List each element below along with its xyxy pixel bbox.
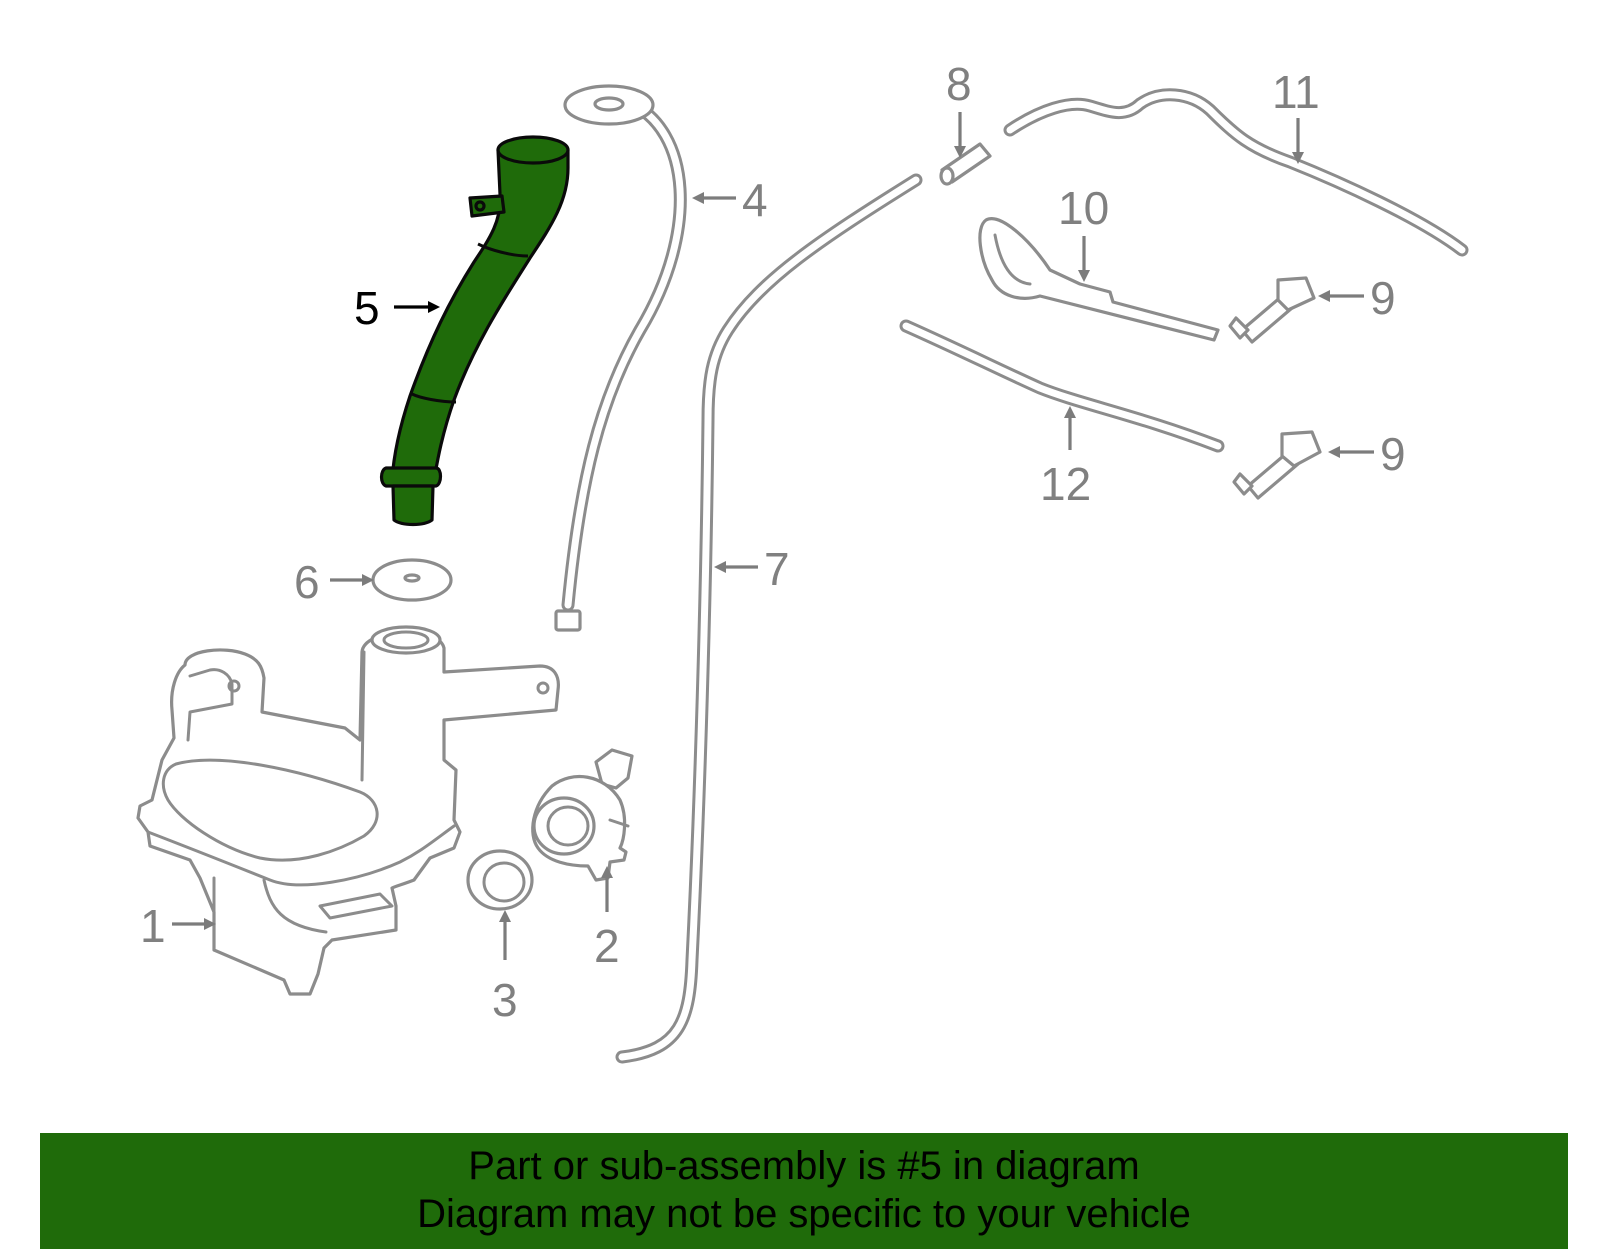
part-5-filler-pipe[interactable] bbox=[379, 135, 570, 527]
part-10-bracket bbox=[978, 217, 1220, 342]
banner-line-1: Part or sub-assembly is #5 in diagram bbox=[468, 1144, 1140, 1188]
part-3-grommet bbox=[466, 849, 534, 911]
callout-10: 10 bbox=[1058, 182, 1109, 234]
callout-2: 2 bbox=[594, 920, 620, 972]
part-12-hose bbox=[899, 319, 1225, 453]
part-4-hose bbox=[554, 84, 687, 632]
callout-12: 12 bbox=[1040, 458, 1091, 510]
info-banner: Part or sub-assembly is #5 in diagram Di… bbox=[40, 1133, 1568, 1249]
callout-labels: 1 2 3 4 5 6 7 8 9 9 10 11 12 bbox=[140, 58, 1406, 1026]
part-9-nozzle-upper bbox=[1228, 276, 1316, 344]
part-11-hose bbox=[1003, 88, 1469, 257]
part-2-pump bbox=[531, 748, 634, 882]
part-1-reservoir bbox=[136, 625, 560, 996]
callout-4: 4 bbox=[742, 174, 768, 226]
callout-3: 3 bbox=[492, 974, 518, 1026]
callout-6: 6 bbox=[294, 556, 320, 608]
callout-11: 11 bbox=[1272, 66, 1320, 118]
callout-9-lower: 9 bbox=[1380, 428, 1406, 480]
banner-line-2: Diagram may not be specific to your vehi… bbox=[417, 1192, 1191, 1236]
part-9-nozzle-lower bbox=[1232, 430, 1322, 500]
part-6-seal bbox=[371, 558, 453, 602]
part-7-hose bbox=[615, 173, 923, 1064]
callout-8: 8 bbox=[946, 58, 972, 110]
callout-leaders bbox=[172, 112, 1374, 960]
callout-1: 1 bbox=[140, 900, 166, 952]
callout-9-upper: 9 bbox=[1370, 272, 1396, 324]
callout-5[interactable]: 5 bbox=[354, 282, 380, 334]
part-8-connector bbox=[939, 142, 992, 186]
callout-7: 7 bbox=[764, 543, 790, 595]
